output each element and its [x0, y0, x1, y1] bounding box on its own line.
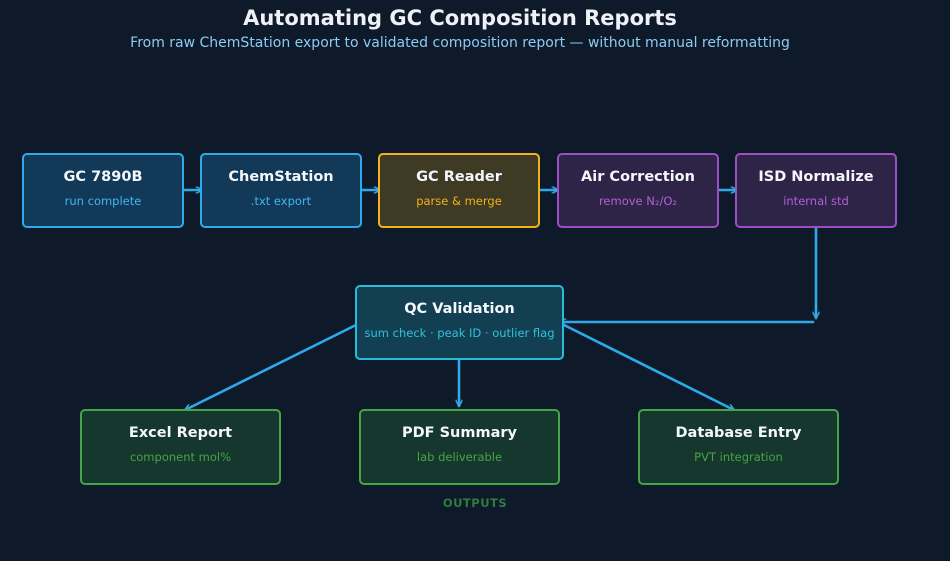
node-chemstation: ChemStation .txt export: [200, 153, 362, 228]
node-title: GC Reader: [416, 169, 502, 185]
node-title: Excel Report: [128, 425, 233, 441]
arrow-qc-to-database: [558, 321, 734, 412]
outputs-group-label: OUTPUTS: [442, 496, 508, 510]
arrow-qc-to-excel: [185, 321, 362, 412]
node-subtitle: PVT integration: [694, 450, 783, 464]
node-isd-normalize: ISD Normalize internal std: [735, 153, 897, 228]
node-subtitle: sum check · peak ID · outlier flag: [364, 326, 555, 340]
node-subtitle: parse & merge: [416, 194, 502, 208]
node-title: QC Validation: [404, 301, 515, 317]
node-subtitle: internal std: [783, 194, 849, 208]
node-title: PDF Summary: [402, 425, 517, 441]
node-subtitle: run complete: [64, 194, 142, 208]
node-pdf-summary: PDF Summary lab deliverable: [359, 409, 560, 485]
node-database-entry: Database Entry PVT integration: [638, 409, 839, 485]
node-qc-validation: QC Validation sum check · peak ID · outl…: [355, 285, 564, 360]
node-title: ChemStation: [228, 169, 334, 185]
diagram-title: Automating GC Composition Reports: [243, 6, 677, 30]
node-title: ISD Normalize: [758, 169, 874, 185]
node-title: Database Entry: [675, 425, 802, 441]
node-gc-reader: GC Reader parse & merge: [378, 153, 540, 228]
diagram-subtitle: From raw ChemStation export to validated…: [130, 35, 790, 51]
node-subtitle: lab deliverable: [416, 450, 503, 464]
node-excel-report: Excel Report component mol%: [80, 409, 281, 485]
node-subtitle: component mol%: [129, 450, 232, 464]
node-subtitle: remove N₂/O₂: [598, 194, 678, 208]
node-title: GC 7890B: [63, 169, 143, 185]
node-subtitle: .txt export: [250, 194, 312, 208]
node-title: Air Correction: [581, 169, 695, 185]
node-gc-7890b: GC 7890B run complete: [22, 153, 184, 228]
node-air-correction: Air Correction remove N₂/O₂: [557, 153, 719, 228]
